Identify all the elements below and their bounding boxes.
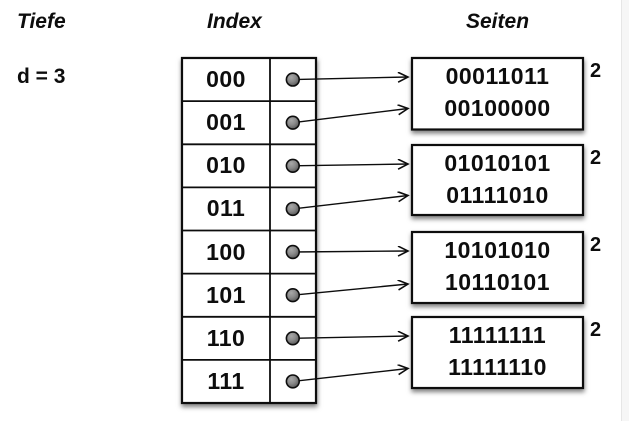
pointer-dot xyxy=(285,115,300,130)
page-entry: 11111110 xyxy=(448,353,547,380)
pointer-arrow xyxy=(292,77,408,80)
pages-column-header: Seiten xyxy=(466,10,530,33)
page-entry: 01010101 xyxy=(444,150,551,176)
page-4-entries: 11111111 11111110 xyxy=(412,317,583,388)
page-entry: 00100000 xyxy=(444,94,551,121)
page-entry: 00011011 xyxy=(445,63,550,89)
directory-row-label-100: 100 xyxy=(206,238,246,265)
page-3-entries: 10101010 10110101 xyxy=(412,232,583,303)
page-1-local-depth: 2 xyxy=(590,60,602,82)
pointer-dot xyxy=(285,331,300,346)
directory-table-gridlines xyxy=(182,58,316,403)
pointer-arrow xyxy=(292,336,408,338)
directory-row-label-101: 101 xyxy=(206,281,246,308)
page-entry: 10101010 xyxy=(444,237,551,263)
pointer-dot xyxy=(285,72,300,87)
directory-row-label-110: 110 xyxy=(206,324,246,351)
pointer-dot xyxy=(285,288,300,303)
directory-row-label-011: 011 xyxy=(206,195,246,222)
page-4-local-depth: 2 xyxy=(590,319,602,341)
page-box xyxy=(410,143,585,217)
directory-row-label-111: 111 xyxy=(207,367,245,394)
pointer-arrow xyxy=(292,164,408,166)
directory-row-label-000: 000 xyxy=(206,66,246,93)
page-box xyxy=(410,230,585,305)
page-boxes xyxy=(410,56,585,390)
pointer-arrow xyxy=(292,284,408,296)
global-depth-value: d = 3 xyxy=(17,65,66,88)
pointer-dots xyxy=(285,72,300,389)
page-entry: 10110101 xyxy=(444,268,551,295)
index-column-header: Index xyxy=(207,10,262,33)
page-box xyxy=(410,56,585,131)
pointer-dot xyxy=(285,244,300,260)
pointer-dot xyxy=(285,158,300,174)
page-3-local-depth: 2 xyxy=(590,234,602,256)
page-1-entries: 00011011 00100000 xyxy=(412,58,583,129)
pointer-arrow xyxy=(292,251,408,252)
page-2-local-depth: 2 xyxy=(590,147,602,169)
directory-table xyxy=(180,56,318,405)
directory-row-label-001: 001 xyxy=(206,109,246,136)
pointer-arrow xyxy=(292,109,408,124)
depth-column-header: Tiefe xyxy=(17,10,66,33)
pointer-dot xyxy=(285,201,300,217)
page-entry: 01111010 xyxy=(446,181,549,208)
page-box xyxy=(410,315,585,390)
pointer-arrows xyxy=(292,77,408,383)
pointer-dot xyxy=(285,374,300,389)
page-2-entries: 01010101 01111010 xyxy=(412,145,583,216)
right-edge-band xyxy=(621,0,629,421)
page-entry: 11111111 xyxy=(448,322,547,348)
pointer-arrow xyxy=(292,369,408,383)
directory-row-label-010: 010 xyxy=(206,152,246,179)
pointer-arrow xyxy=(292,196,408,210)
